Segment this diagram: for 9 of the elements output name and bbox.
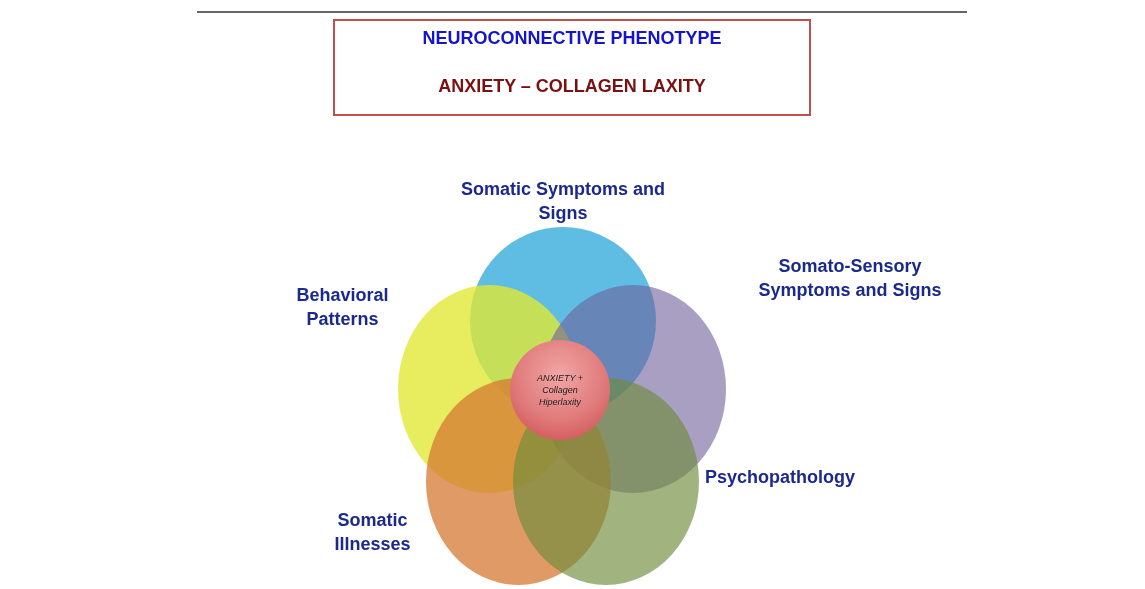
category-label: Somato-Sensory Symptoms and Signs [757, 255, 943, 302]
center-text: ANXIETY + Collagen Hiperlaxity [535, 372, 585, 408]
title-subheading: ANXIETY – COLLAGEN LAXITY [437, 75, 707, 97]
category-label: Psychopathology [704, 466, 856, 489]
category-label: Behavioral Patterns [295, 284, 390, 331]
title-box [333, 19, 811, 116]
category-label: Somatic Symptoms and Signs [459, 178, 666, 225]
category-label: Somatic Illnesses [333, 509, 412, 556]
title-heading: NEUROCONNECTIVE PHENOTYPE [421, 27, 723, 49]
